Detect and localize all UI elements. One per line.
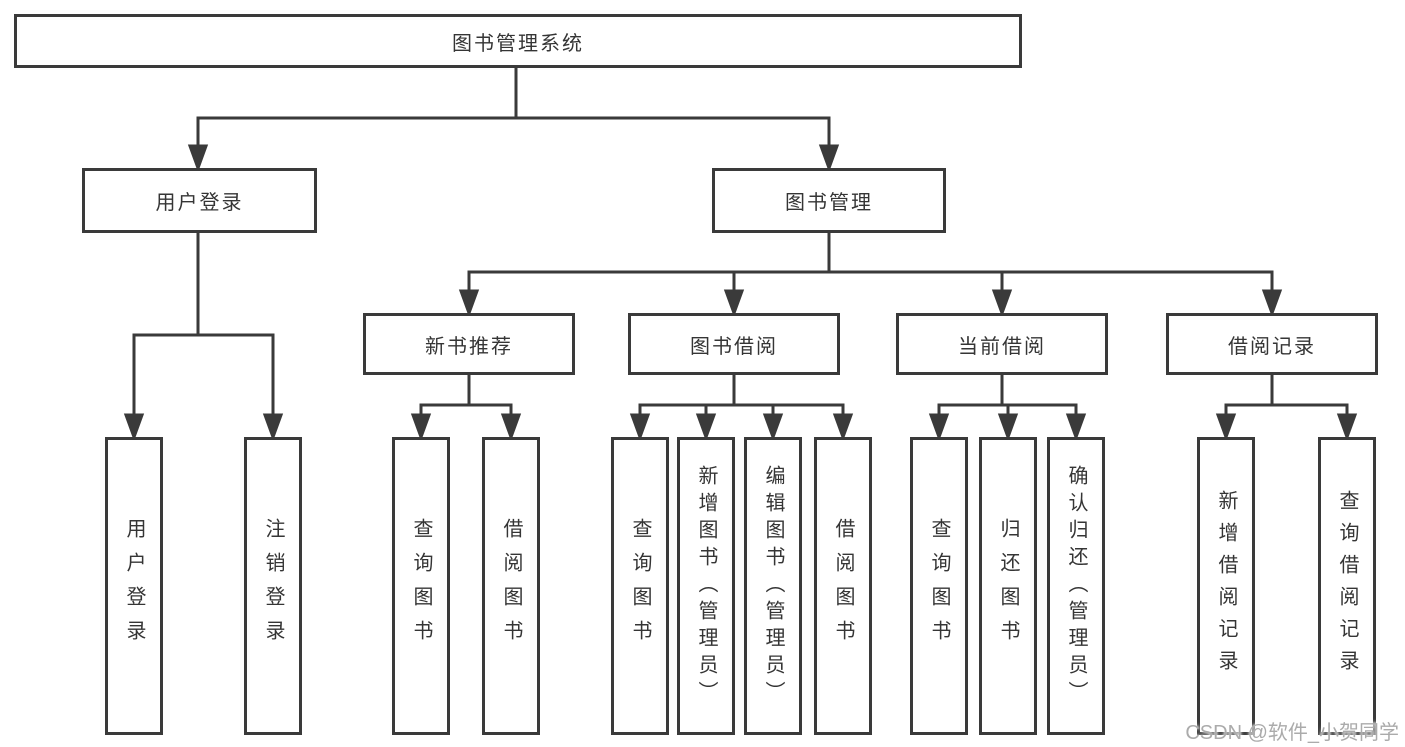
- node-label: 借阅图书: [832, 518, 854, 654]
- arrowhead: [123, 413, 145, 442]
- arrowhead: [723, 289, 745, 318]
- arrowhead: [458, 289, 480, 318]
- node-current-borrowing: 当前借阅: [896, 313, 1108, 375]
- arrowhead: [997, 413, 1019, 442]
- node-cb-return-books: 归还图书: [979, 437, 1037, 735]
- node-label: 查询借阅记录: [1336, 490, 1358, 682]
- node-user-login-group: 用户登录: [82, 168, 317, 233]
- arrowhead: [262, 413, 284, 442]
- node-label: 借阅图书: [500, 518, 522, 654]
- node-label: 归还图书: [997, 518, 1019, 654]
- arrowhead: [187, 144, 209, 173]
- node-library-management-system: 图书管理系统: [14, 14, 1022, 68]
- node-borrowing-records: 借阅记录: [1166, 313, 1378, 375]
- node-label: 确认归还（管理员）: [1065, 464, 1087, 708]
- node-label: 新书推荐: [425, 335, 513, 358]
- arrowhead: [1336, 413, 1358, 442]
- node-label: 新增图书（管理员）: [695, 464, 717, 708]
- node-bb-add-books-admin: 新增图书（管理员）: [677, 437, 735, 735]
- arrowhead: [762, 413, 784, 442]
- arrowhead: [1261, 289, 1283, 318]
- node-logout: 注销登录: [244, 437, 302, 735]
- node-label: 查询图书: [629, 518, 651, 654]
- node-label: 图书管理系统: [452, 32, 584, 55]
- node-nbr-borrow-books: 借阅图书: [482, 437, 540, 735]
- node-label: 当前借阅: [958, 335, 1046, 358]
- node-label: 新增借阅记录: [1215, 490, 1237, 682]
- node-label: 用户登录: [155, 192, 244, 214]
- node-label: 编辑图书（管理员）: [762, 464, 784, 708]
- node-new-book-recommendation: 新书推荐: [363, 313, 575, 375]
- csdn-watermark: CSDN @软件_小贺同学: [1185, 722, 1399, 744]
- node-br-add-record: 新增借阅记录: [1197, 437, 1255, 735]
- arrowhead: [928, 413, 950, 442]
- arrowhead: [832, 413, 854, 442]
- node-bb-edit-books-admin: 编辑图书（管理员）: [744, 437, 802, 735]
- node-nbr-query-books: 查询图书: [392, 437, 450, 735]
- node-br-query-record: 查询借阅记录: [1318, 437, 1376, 735]
- node-label: 图书管理: [785, 192, 873, 214]
- node-book-borrowing: 图书借阅: [628, 313, 840, 375]
- arrowhead: [410, 413, 432, 442]
- arrowhead: [818, 144, 840, 173]
- node-bb-borrow-books: 借阅图书: [814, 437, 872, 735]
- node-label: 借阅记录: [1228, 335, 1316, 358]
- node-cb-confirm-return-admin: 确认归还（管理员）: [1047, 437, 1105, 735]
- node-label: 查询图书: [928, 518, 950, 654]
- node-bb-query-books: 查询图书: [611, 437, 669, 735]
- connector-new-book-recommendation-to-children: [410, 375, 522, 442]
- node-book-management: 图书管理: [712, 168, 946, 233]
- connector-root-to-level2: [187, 68, 840, 173]
- arrowhead: [991, 289, 1013, 318]
- arrowhead: [1215, 413, 1237, 442]
- arrowhead: [695, 413, 717, 442]
- arrowhead: [629, 413, 651, 442]
- connector-book-borrowing-to-children: [629, 375, 854, 442]
- node-cb-query-books: 查询图书: [910, 437, 968, 735]
- connector-user-login-to-children: [123, 233, 284, 442]
- connector-book-management-to-level3: [458, 233, 1283, 318]
- node-label: 图书借阅: [690, 335, 778, 358]
- node-label: 查询图书: [410, 518, 432, 654]
- node-label: 注销登录: [262, 518, 284, 654]
- connector-current-borrowing-to-children: [928, 375, 1087, 442]
- arrowhead: [500, 413, 522, 442]
- connector-borrowing-records-to-children: [1215, 375, 1358, 442]
- node-label: 用户登录: [123, 518, 145, 654]
- node-user-login: 用户登录: [105, 437, 163, 735]
- arrowhead: [1065, 413, 1087, 442]
